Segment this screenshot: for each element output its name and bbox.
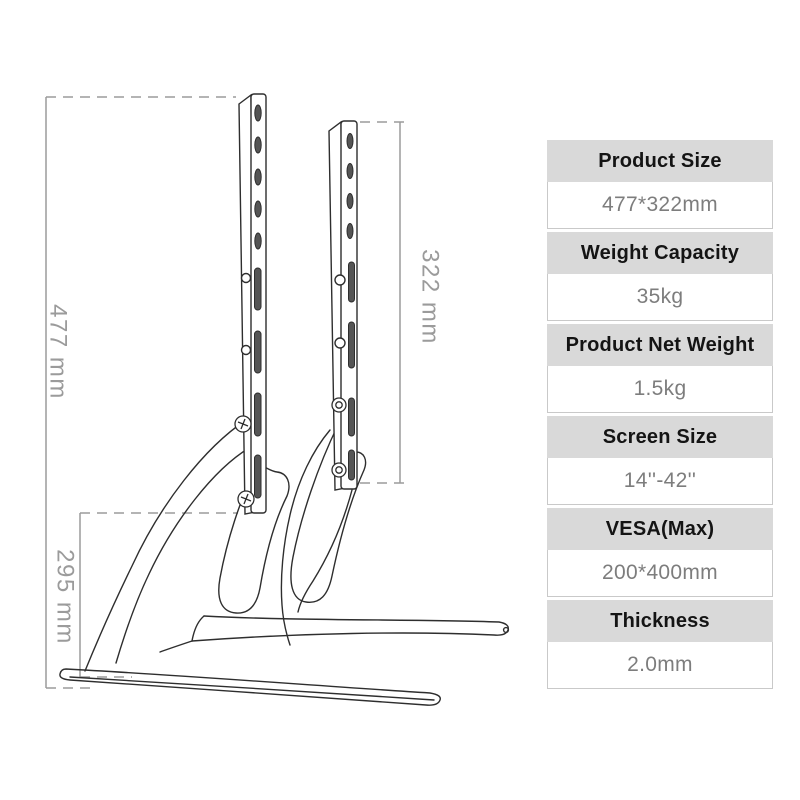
- spec-value: 2.0mm: [547, 642, 773, 689]
- rear-leg: [159, 423, 510, 653]
- dimension-label-height: 477 mm: [45, 304, 72, 400]
- spec-label: Thickness: [547, 600, 773, 642]
- spec-row-thickness: Thickness 2.0mm: [547, 600, 773, 689]
- spec-label: Product Net Weight: [547, 324, 773, 366]
- dimension-lines: [45, 96, 407, 689]
- dimension-line-322: [360, 121, 407, 484]
- front-leg: [59, 419, 441, 706]
- spec-value: 477*322mm: [547, 182, 773, 229]
- spec-row-product-size: Product Size 477*322mm: [547, 140, 773, 229]
- spec-row-weight-capacity: Weight Capacity 35kg: [547, 232, 773, 321]
- dimension-line-295: [79, 512, 238, 678]
- spec-row-vesa-max: VESA(Max) 200*400mm: [547, 508, 773, 597]
- spec-label: VESA(Max): [547, 508, 773, 550]
- front-vesa-bracket: [238, 93, 267, 515]
- screw-icon: [331, 397, 347, 413]
- screw-head-icons: [234, 397, 347, 508]
- screw-icon: [237, 490, 255, 508]
- dimension-label-bracket-height: 322 mm: [417, 249, 444, 345]
- spec-label: Screen Size: [547, 416, 773, 458]
- screw-icon: [234, 415, 252, 433]
- screw-icon: [331, 462, 347, 478]
- spec-value: 35kg: [547, 274, 773, 321]
- spec-row-screen-size: Screen Size 14''-42'': [547, 416, 773, 505]
- spec-label: Product Size: [547, 140, 773, 182]
- spec-value: 200*400mm: [547, 550, 773, 597]
- product-diagram: 477 mm 295 mm 322 mm: [45, 93, 510, 706]
- spec-table: Product Size 477*322mm Weight Capacity 3…: [547, 140, 773, 692]
- bracket-front-face: [340, 120, 358, 490]
- spec-value: 1.5kg: [547, 366, 773, 413]
- spec-label: Weight Capacity: [547, 232, 773, 274]
- spec-value: 14''-42'': [547, 458, 773, 505]
- spec-row-net-weight: Product Net Weight 1.5kg: [547, 324, 773, 413]
- dimension-label-base-depth: 295 mm: [52, 549, 79, 645]
- dimension-line-477: [45, 96, 236, 689]
